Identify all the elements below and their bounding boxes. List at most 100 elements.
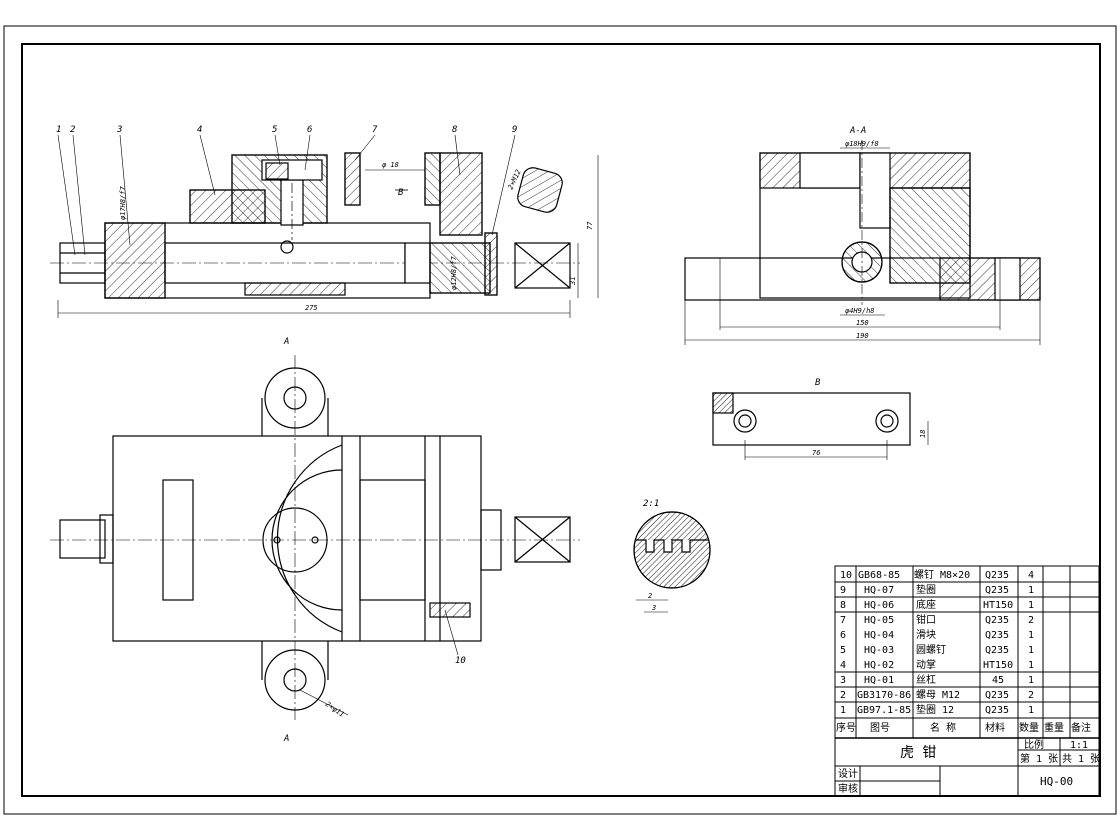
part-material: Q235: [985, 705, 1009, 716]
dim-18: 18: [919, 430, 927, 438]
dim-3: 3: [651, 604, 656, 612]
part-name: 垫圈: [916, 583, 936, 596]
part-code: HQ-05: [864, 615, 894, 626]
view-a-top-label: A: [283, 337, 289, 347]
dim-2: 2: [648, 592, 652, 600]
part-name: 螺母 M12: [916, 689, 960, 701]
part-no: 2: [840, 690, 846, 701]
dim-height-77: 77: [586, 221, 594, 230]
part-code: GB3170-86: [857, 690, 911, 701]
part-material: Q235: [985, 585, 1009, 596]
part-material: Q235: [985, 645, 1009, 656]
section-a-a-view: [684, 140, 1041, 345]
part-no: 1: [840, 705, 846, 716]
top-view: [50, 355, 580, 720]
outer-border: [3, 25, 1117, 815]
part-qty: 2: [1028, 690, 1034, 701]
part-no: 8: [840, 600, 846, 611]
drawing-title: 虎 钳: [900, 745, 936, 761]
part-no: 4: [840, 660, 846, 671]
dim-overall-length: 275: [305, 304, 318, 312]
view-a-bottom-label: A: [283, 734, 289, 744]
balloon-9: 9: [512, 125, 517, 135]
balloon-6: 6: [307, 125, 312, 135]
part-name: 丝杠: [916, 673, 936, 686]
part-material: Q235: [985, 630, 1009, 641]
part-qty: 1: [1028, 675, 1034, 686]
design-label: 设计: [838, 767, 858, 780]
part-qty: 1: [1028, 705, 1034, 716]
balloon-8: 8: [452, 125, 457, 135]
dim-76: 76: [812, 449, 820, 457]
part-material: Q235: [985, 615, 1009, 626]
scale-label: 比例: [1024, 738, 1044, 751]
arrow-b-label: B: [398, 188, 404, 198]
balloon-10: 10: [455, 656, 466, 666]
balloon-labels: 1 2 3 4 5 6 7 8 9 10 275 77 31 φ 18 B φ1…: [56, 125, 594, 666]
title-block: 虎 钳 比例 1:1 第 1 张 共 1 张 设计 审核 HQ-00: [838, 738, 1100, 795]
part-code: GB97.1-85: [857, 705, 911, 716]
part-qty: 1: [1028, 660, 1034, 671]
dim-150: 150: [856, 319, 869, 327]
detail-label: 2:1: [643, 499, 659, 509]
balloon-1: 1: [56, 125, 61, 135]
fit-left: φ17H8/f7: [119, 185, 127, 220]
balloon-4: 4: [197, 125, 202, 135]
part-material: 45: [992, 675, 1004, 686]
fit-right: φ12H8/f7: [450, 255, 458, 290]
header-remark: 备注: [1071, 721, 1091, 734]
balloon-5: 5: [272, 125, 277, 135]
part-qty: 1: [1028, 585, 1034, 596]
scale-value: 1:1: [1070, 740, 1088, 751]
part-code: GB68-85: [858, 570, 900, 581]
balloon-3: 3: [116, 125, 122, 135]
part-no: 7: [840, 615, 846, 626]
sheet-total: 共 1 张: [1062, 753, 1100, 765]
parts-rows: 10 GB68-85 螺钉 M8×20 Q235 4 9 HQ-07 垫圈 Q2…: [836, 569, 1091, 734]
part-name: 垫圈 12: [916, 703, 954, 716]
part-material: Q235: [985, 570, 1009, 581]
part-code: HQ-06: [864, 600, 894, 611]
part-name: 钳口: [916, 613, 936, 626]
parts-list-grid: [834, 565, 1100, 797]
front-view: [50, 134, 599, 318]
part-qty: 1: [1028, 630, 1034, 641]
part-no: 5: [840, 645, 846, 656]
review-label: 审核: [838, 782, 858, 795]
view-b-label: B: [815, 378, 821, 388]
part-name: 底座: [916, 598, 936, 611]
header-name: 名 称: [930, 721, 956, 734]
part-material: HT150: [983, 600, 1013, 611]
section-label: A-A: [849, 126, 866, 136]
dim-gap-18: φ 18: [382, 161, 399, 169]
part-code: HQ-03: [864, 645, 894, 656]
part-qty: 2: [1028, 615, 1034, 626]
part-material: HT150: [983, 660, 1013, 671]
detail-view: [633, 511, 711, 613]
dim-190: 190: [856, 332, 869, 340]
part-qty: 4: [1028, 570, 1034, 581]
drawing-number: HQ-00: [1040, 775, 1073, 788]
part-no: 6: [840, 630, 846, 641]
sheet-number: 第 1 张: [1020, 752, 1058, 765]
header-no: 序号: [836, 721, 856, 734]
part-code: HQ-02: [864, 660, 894, 671]
dim-height-31: 31: [569, 277, 577, 286]
view-b: [712, 392, 929, 460]
fit-section-top: φ18H9/f8: [845, 140, 879, 148]
part-code: HQ-01: [864, 675, 894, 686]
part-name: 螺钉 M8×20: [914, 569, 970, 581]
part-material: Q235: [985, 690, 1009, 701]
part-name: 滑块: [916, 629, 936, 641]
part-code: HQ-04: [864, 630, 894, 641]
part-code: HQ-07: [864, 585, 894, 596]
header-material: 材料: [985, 721, 1005, 734]
header-weight: 重量: [1044, 721, 1064, 734]
balloon-7: 7: [372, 125, 378, 135]
inner-border: [21, 43, 1101, 797]
part-name: 圆螺钉: [916, 644, 946, 656]
part-no: 10: [840, 570, 852, 581]
fit-section-bottom: φ4H9/h8: [845, 307, 875, 315]
header-code: 图号: [870, 722, 890, 734]
